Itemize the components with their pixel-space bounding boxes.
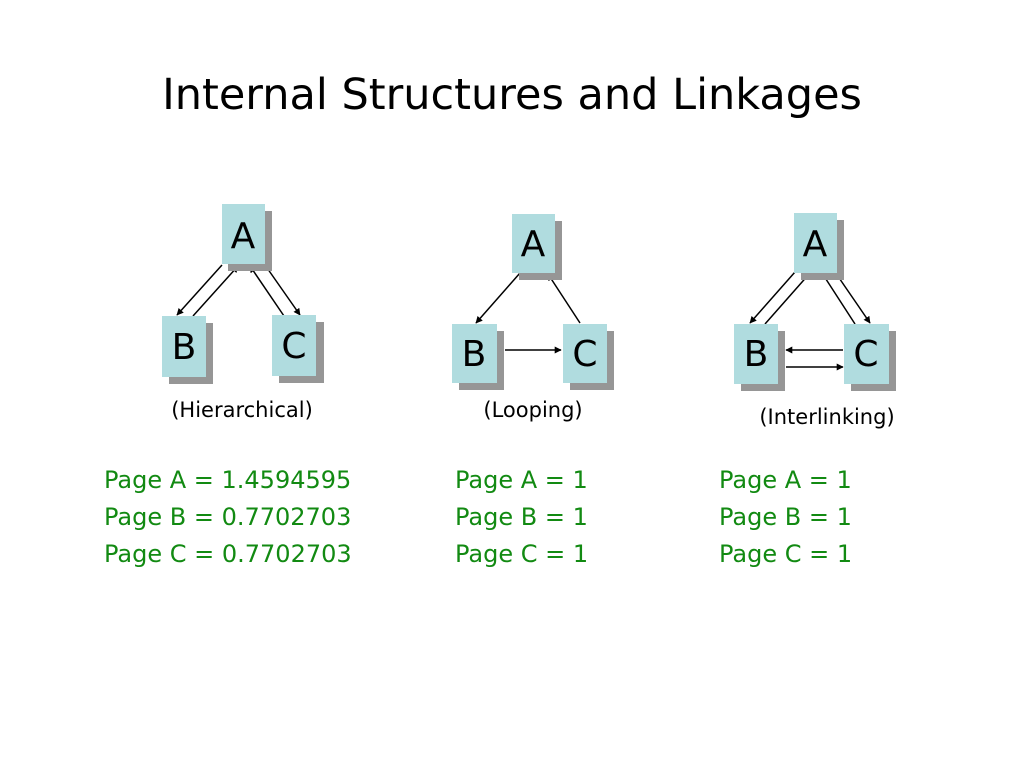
node-b-label: B	[744, 334, 769, 375]
node-b: B	[162, 316, 213, 384]
scores-looping: Page A = 1 Page B = 1 Page C = 1	[455, 462, 588, 573]
node-a: A	[794, 213, 844, 280]
diagram-hierarchical: A B C	[162, 204, 324, 384]
node-b-label: B	[172, 327, 197, 368]
edge-a-to-b	[749, 271, 796, 324]
node-c: C	[563, 324, 614, 390]
node-a: A	[222, 204, 272, 271]
edge-a-to-c	[834, 271, 871, 324]
node-c-label: C	[281, 326, 306, 367]
node-c-label: C	[853, 334, 878, 375]
score-page-b: Page B = 1	[455, 503, 588, 531]
score-page-a: Page A = 1	[719, 466, 852, 494]
node-a-label: A	[231, 216, 256, 257]
caption-looping: (Looping)	[483, 398, 583, 422]
edge-b-to-a	[764, 272, 811, 325]
diagram-looping: A B C	[452, 214, 614, 390]
edge-a-to-b	[475, 272, 521, 324]
caption-interlinking: (Interlinking)	[759, 405, 895, 429]
node-a: A	[512, 214, 562, 280]
edge-c-to-a	[821, 272, 856, 325]
node-b: B	[734, 324, 785, 391]
score-page-a: Page A = 1	[455, 466, 588, 494]
diagram-interlinking: A B C	[734, 213, 896, 391]
node-b: B	[452, 324, 504, 390]
scores-hierarchical: Page A = 1.4594595 Page B = 0.7702703 Pa…	[104, 462, 352, 573]
scores-interlinking: Page A = 1 Page B = 1 Page C = 1	[719, 462, 852, 573]
slide-title: Internal Structures and Linkages	[162, 70, 862, 120]
edge-c-to-a	[249, 265, 285, 317]
node-c-label: C	[572, 334, 597, 375]
score-page-b: Page B = 0.7702703	[104, 503, 352, 531]
edge-a-to-c	[264, 264, 301, 316]
score-page-c: Page C = 0.7702703	[104, 540, 352, 568]
node-b-label: B	[462, 334, 487, 375]
node-c: C	[844, 324, 896, 391]
score-page-a: Page A = 1.4594595	[104, 466, 352, 494]
caption-hierarchical: (Hierarchical)	[171, 398, 313, 422]
node-c: C	[272, 315, 324, 383]
node-a-label: A	[803, 224, 828, 265]
score-page-c: Page C = 1	[455, 540, 589, 568]
edge-b-to-a	[192, 265, 239, 317]
edge-c-to-a	[547, 273, 581, 324]
score-page-c: Page C = 1	[719, 540, 853, 568]
score-page-b: Page B = 1	[719, 503, 852, 531]
edge-a-to-b	[176, 264, 223, 316]
node-a-label: A	[521, 224, 546, 265]
